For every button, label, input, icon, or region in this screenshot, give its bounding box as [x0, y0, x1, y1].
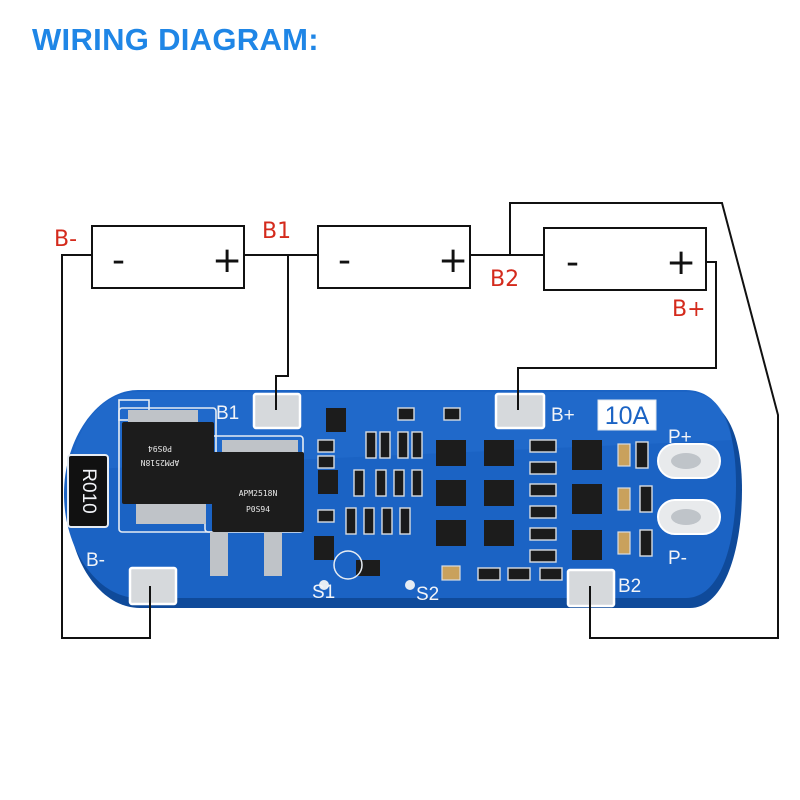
label-b2: B2 — [490, 267, 519, 292]
svg-text:+: + — [438, 240, 468, 281]
silk-b2: B2 — [618, 576, 641, 597]
svg-text:P0S94: P0S94 — [246, 505, 270, 514]
wires — [61, 202, 779, 639]
svg-text:-: - — [566, 242, 579, 283]
battery-cell-3: - + — [543, 227, 707, 291]
svg-text:APM2518N: APM2518N — [141, 458, 180, 467]
silk-s2: S2 — [416, 584, 439, 605]
resistor-field — [317, 407, 653, 581]
current-rating-box — [597, 399, 657, 431]
current-sense-resistor — [67, 454, 109, 528]
wire-b2-link — [470, 202, 779, 639]
wire-b1-board — [275, 255, 289, 410]
ic-array — [436, 440, 602, 560]
svg-text:+: + — [212, 240, 242, 281]
silk-p-plus: P+ — [668, 427, 692, 448]
silk-b1: B1 — [216, 403, 239, 424]
transistor-array — [314, 408, 380, 576]
svg-text:-: - — [338, 240, 351, 281]
pad-b-minus — [128, 566, 178, 606]
page-title: WIRING DIAGRAM: — [32, 22, 319, 57]
label-b-plus: B+ — [672, 297, 706, 322]
bms-board: R010 APM2518N P0S94 APM2518N P0S94 — [64, 390, 742, 608]
battery-cell-1: - + — [91, 225, 245, 289]
svg-text:P0S94: P0S94 — [148, 444, 172, 453]
pad-b-plus — [494, 392, 546, 430]
wire-b-plus — [517, 261, 717, 410]
silk-b-minus: B- — [86, 550, 105, 571]
silk-s1: S1 — [312, 582, 335, 603]
current-rating: 10A — [605, 402, 650, 430]
svg-text:-: - — [112, 240, 125, 281]
silk-p-minus: P- — [668, 548, 687, 569]
label-b1: B1 — [262, 219, 291, 244]
wire-b-minus — [61, 254, 151, 639]
mosfet-1 — [122, 422, 214, 504]
svg-text:APM2518N: APM2518N — [239, 489, 278, 498]
silk-b-plus: B+ — [551, 405, 575, 426]
mosfet-2 — [212, 452, 304, 532]
resistor-mark: R010 — [78, 468, 99, 513]
svg-text:+: + — [666, 242, 696, 283]
battery-cell-2: - + — [317, 225, 471, 289]
label-b-minus: B- — [54, 227, 77, 252]
